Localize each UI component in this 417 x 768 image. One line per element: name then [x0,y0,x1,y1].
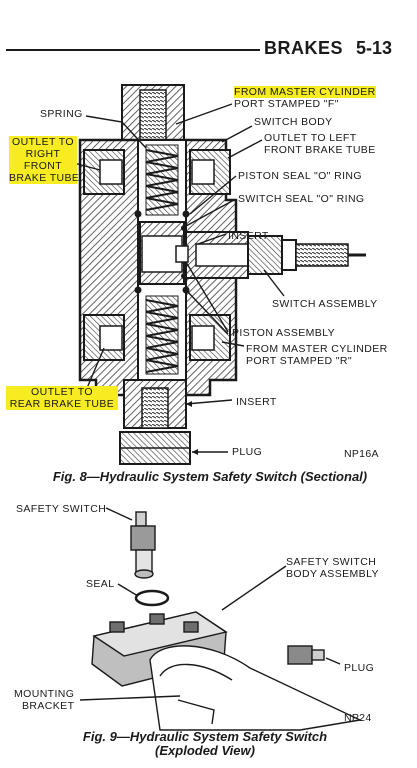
label-from-master-cylinder-r-line2: PORT STAMPED "R" [246,355,353,367]
label-outlet-right-line4: BRAKE TUBE [9,172,80,184]
fig9-code: NP24 [344,712,372,724]
header-page-number: 5-13 [356,38,393,58]
label-from-master-cylinder-f-line1: FROM MASTER CYLINDER [234,86,376,98]
fig8-leader-lines [69,103,285,453]
label-switch-body: SWITCH BODY [254,116,333,128]
label-switch-assembly: SWITCH ASSEMBLY [272,298,378,310]
insert [141,387,169,429]
label-body-assembly-line2: BODY ASSEMBLY [286,568,379,580]
label-insert-top: INSERT [228,230,269,242]
fig9-caption-line1: Fig. 9—Hydraulic System Safety Switch [82,729,328,744]
label-outlet-rear: OUTLET TO REAR BRAKE TUBE [6,386,118,410]
label-mounting-bracket-line1: MOUNTING [14,688,75,700]
fig9-caption-line2: (Exploded View) [155,743,255,758]
label-piston-assembly: PISTON ASSEMBLY [232,327,336,339]
label-outlet-left-line2: FRONT BRAKE TUBE [264,144,376,156]
fig8-code: NP16A [344,448,379,460]
label-plug-fig9: PLUG [344,662,375,674]
header-rule [6,49,260,51]
label-switch-seal-o-ring: SWITCH SEAL "O" RING [238,193,365,205]
header-section-title: BRAKES [264,38,344,58]
upper-spring [145,144,179,216]
label-body-assembly-line1: SAFETY SWITCH [286,556,377,568]
upper-inlet-threads [139,89,167,141]
label-from-master-cylinder-f-line2: PORT STAMPED "F" [234,98,339,110]
label-outlet-rear-line2: REAR BRAKE TUBE [9,398,115,410]
label-outlet-right-line2: RIGHT [25,148,61,160]
label-outlet-left-line1: OUTLET TO LEFT [264,132,357,144]
label-outlet-right-line1: OUTLET TO [12,136,74,148]
lower-spring [145,295,179,375]
label-outlet-rear-line1: OUTLET TO [31,386,93,398]
label-outlet-right-front: OUTLET TO RIGHT FRONT BRAKE TUBE [9,136,80,184]
label-safety-switch: SAFETY SWITCH [16,503,107,515]
label-mounting-bracket-line2: BRACKET [22,700,75,712]
label-piston-seal-o-ring: PISTON SEAL "O" RING [238,170,362,182]
switch-assembly [175,231,366,279]
label-spring: SPRING [40,108,83,120]
label-outlet-right-line3: FRONT [23,160,63,172]
label-from-master-cylinder-r-line1: FROM MASTER CYLINDER [246,343,388,355]
label-seal: SEAL [86,578,115,590]
label-plug: PLUG [232,446,263,458]
label-insert-bottom: INSERT [236,396,277,408]
fig8-caption: Fig. 8—Hydraulic System Safety Switch (S… [52,469,368,484]
